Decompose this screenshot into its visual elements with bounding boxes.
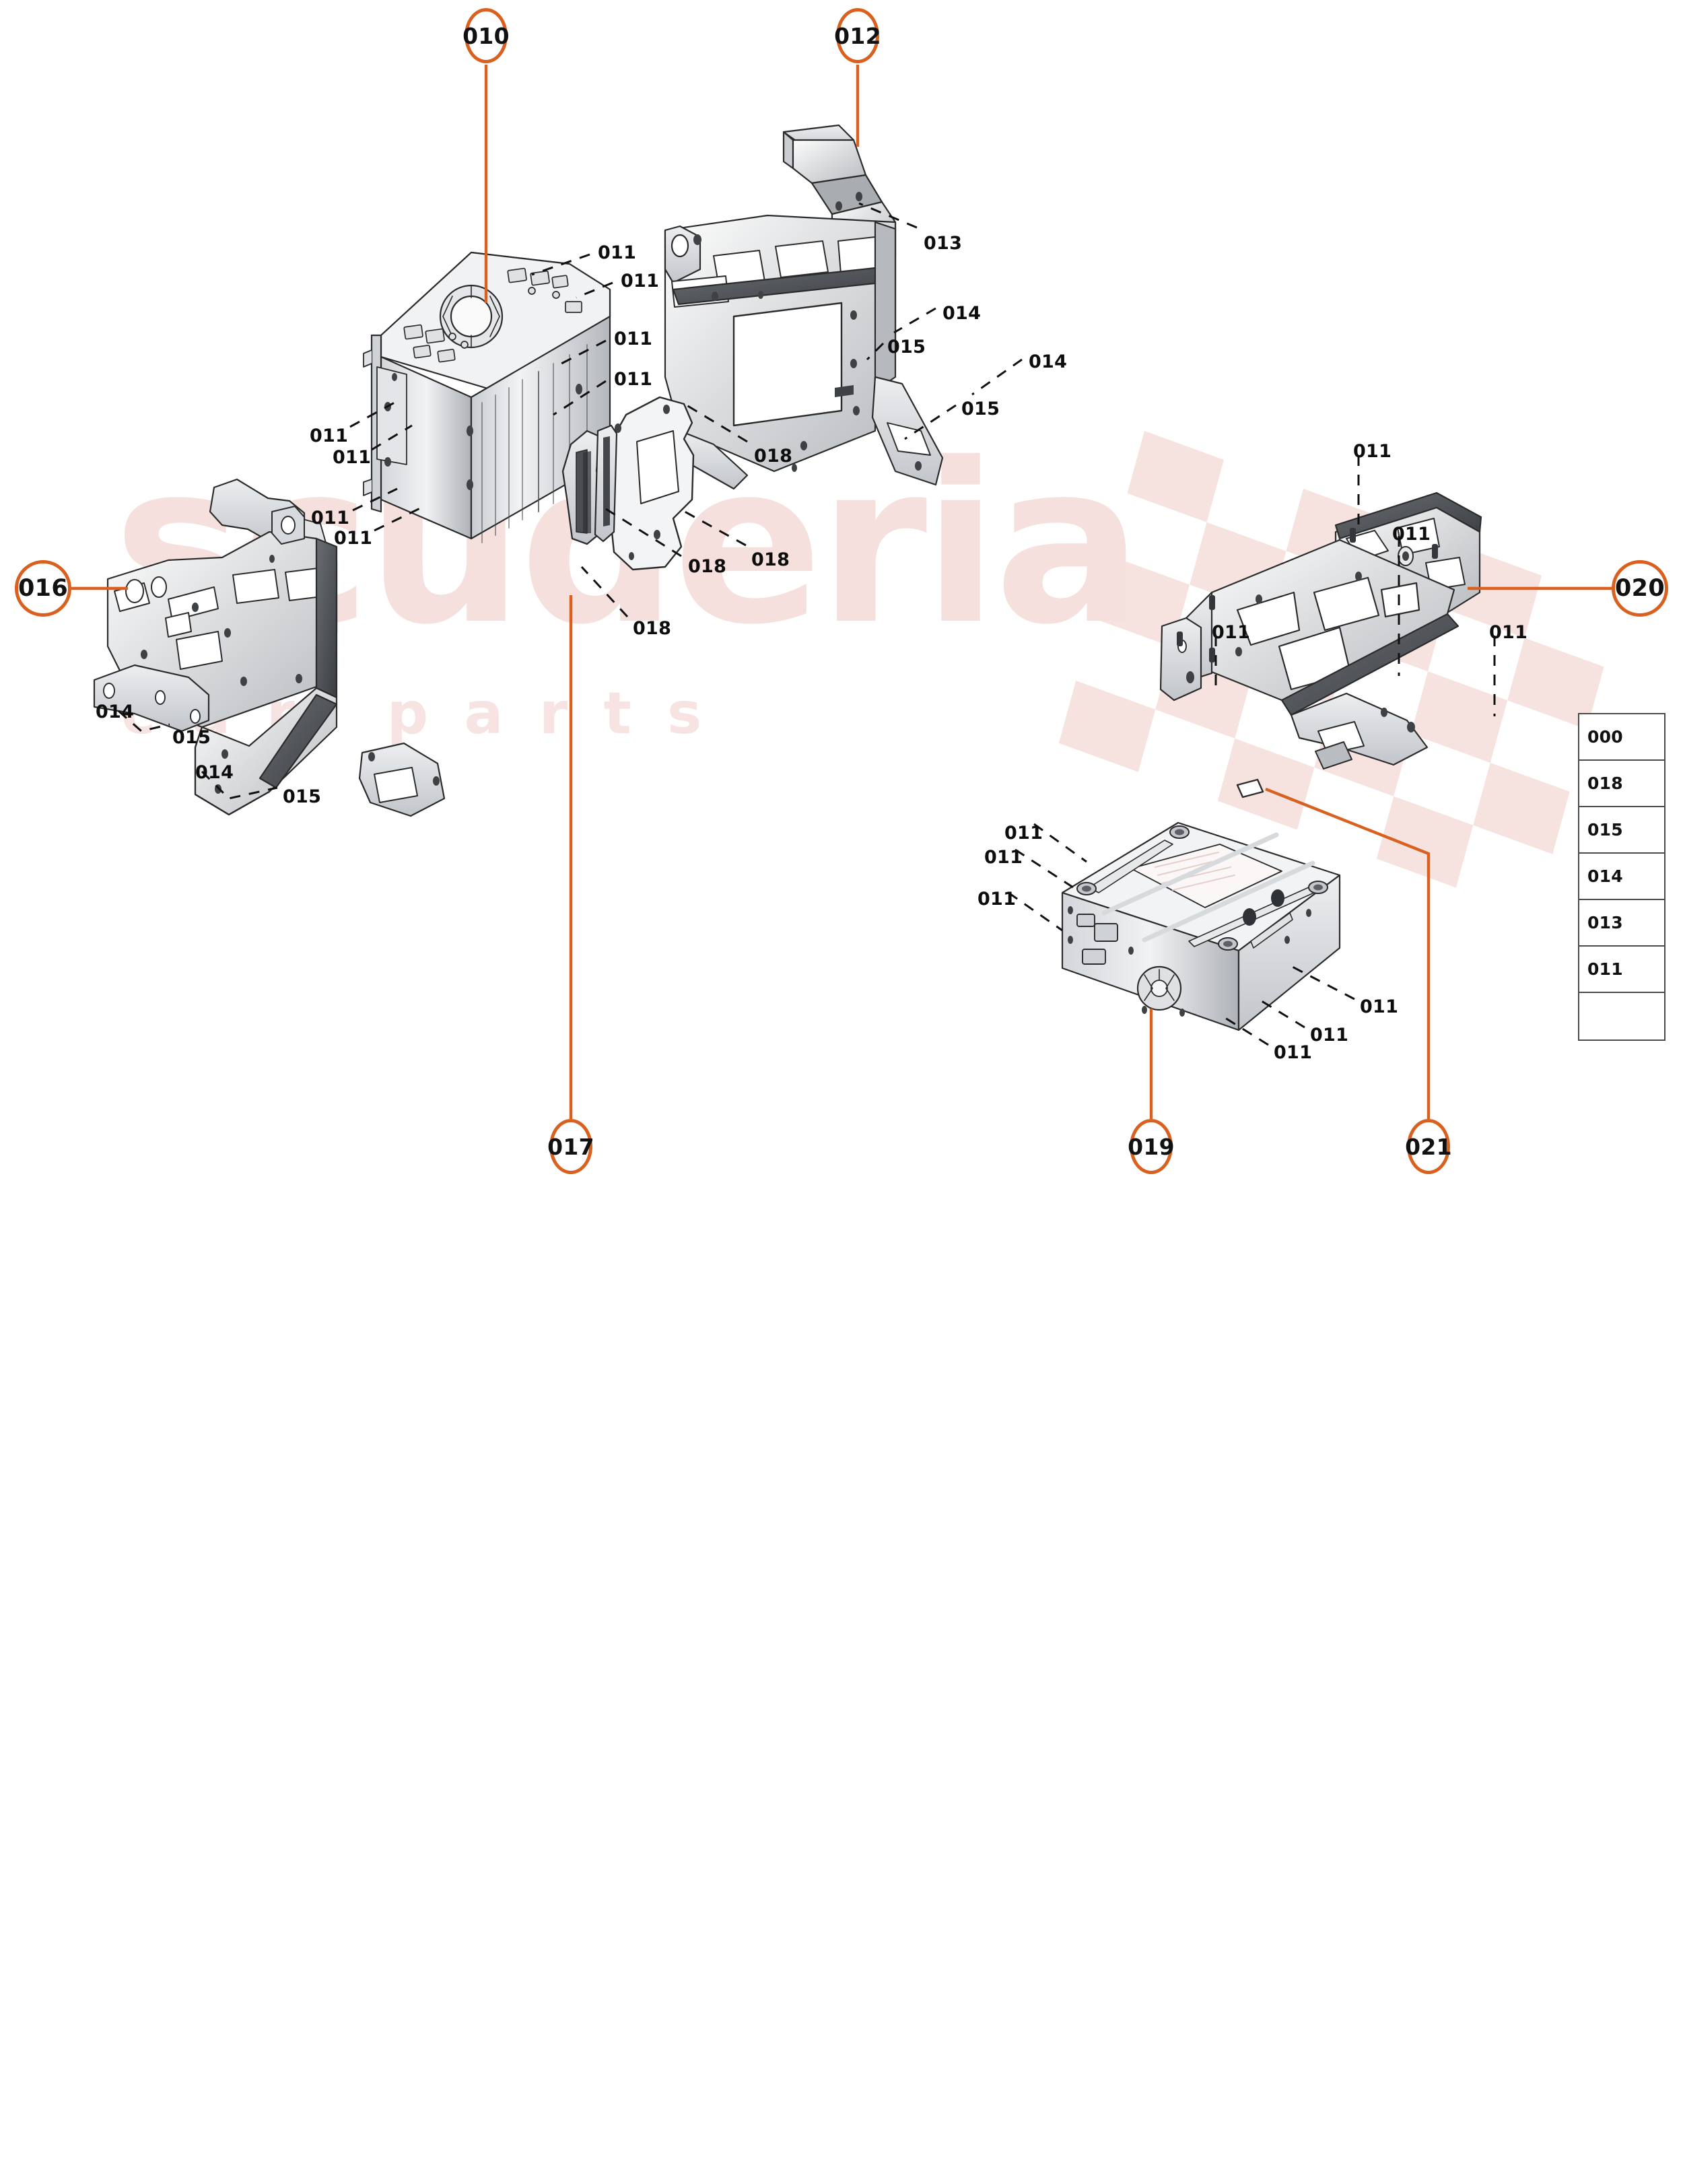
fastener-legend-table: 000 018 015 [1578,713,1665,1041]
legend-row-014: 014 [1579,854,1664,900]
legend-icon-none [1621,714,1664,759]
callout-010[interactable]: 010 [462,8,510,63]
washer-icon [1621,807,1664,852]
legend-code: 013 [1587,913,1623,932]
part-020-triangulated-subframe [1159,491,1482,770]
legend-row-brand [1579,993,1664,1039]
legend-row-018: 018 [1579,761,1664,807]
leader-021 [1265,787,1431,1119]
part-leaders-layer [118,202,1496,1046]
legend-row-011: 011 [1579,947,1664,993]
diagram-canvas: scuderia car parts [15,8,1668,1174]
part-019-flat-module [1061,821,1341,1031]
legend-row-000: 000 [1579,714,1664,761]
technical-illustration-layer [93,124,1482,1031]
part-021-small-clip [1236,778,1264,798]
callout-020[interactable]: 020 [1612,560,1668,617]
legend-code: 000 [1587,727,1623,747]
brand-arrow-logo-icon [1579,993,1664,1039]
callout-021[interactable]: 021 [1405,1119,1452,1174]
legend-row-015: 015 [1579,807,1664,854]
part-017-gasket-plate [561,396,695,571]
legend-code: 018 [1587,774,1623,793]
legend-row-013: 013 [1579,900,1664,947]
callout-012[interactable]: 012 [834,8,881,63]
dome-head-bolt-icon [1621,854,1664,899]
callout-leaders-layer [71,65,1613,1119]
part-016-lower-left-bracket [93,478,446,817]
legend-code: 015 [1587,820,1623,840]
callout-017[interactable]: 017 [547,1119,594,1174]
part-010-control-module [363,251,611,543]
callout-016[interactable]: 016 [15,560,71,617]
legend-code: 014 [1587,866,1623,886]
flange-nut-icon [1621,761,1664,806]
flange-bolt-icon [1621,947,1664,992]
callout-019[interactable]: 019 [1128,1119,1175,1174]
flange-bolt-icon [1621,900,1664,945]
legend-code: 011 [1587,959,1623,979]
